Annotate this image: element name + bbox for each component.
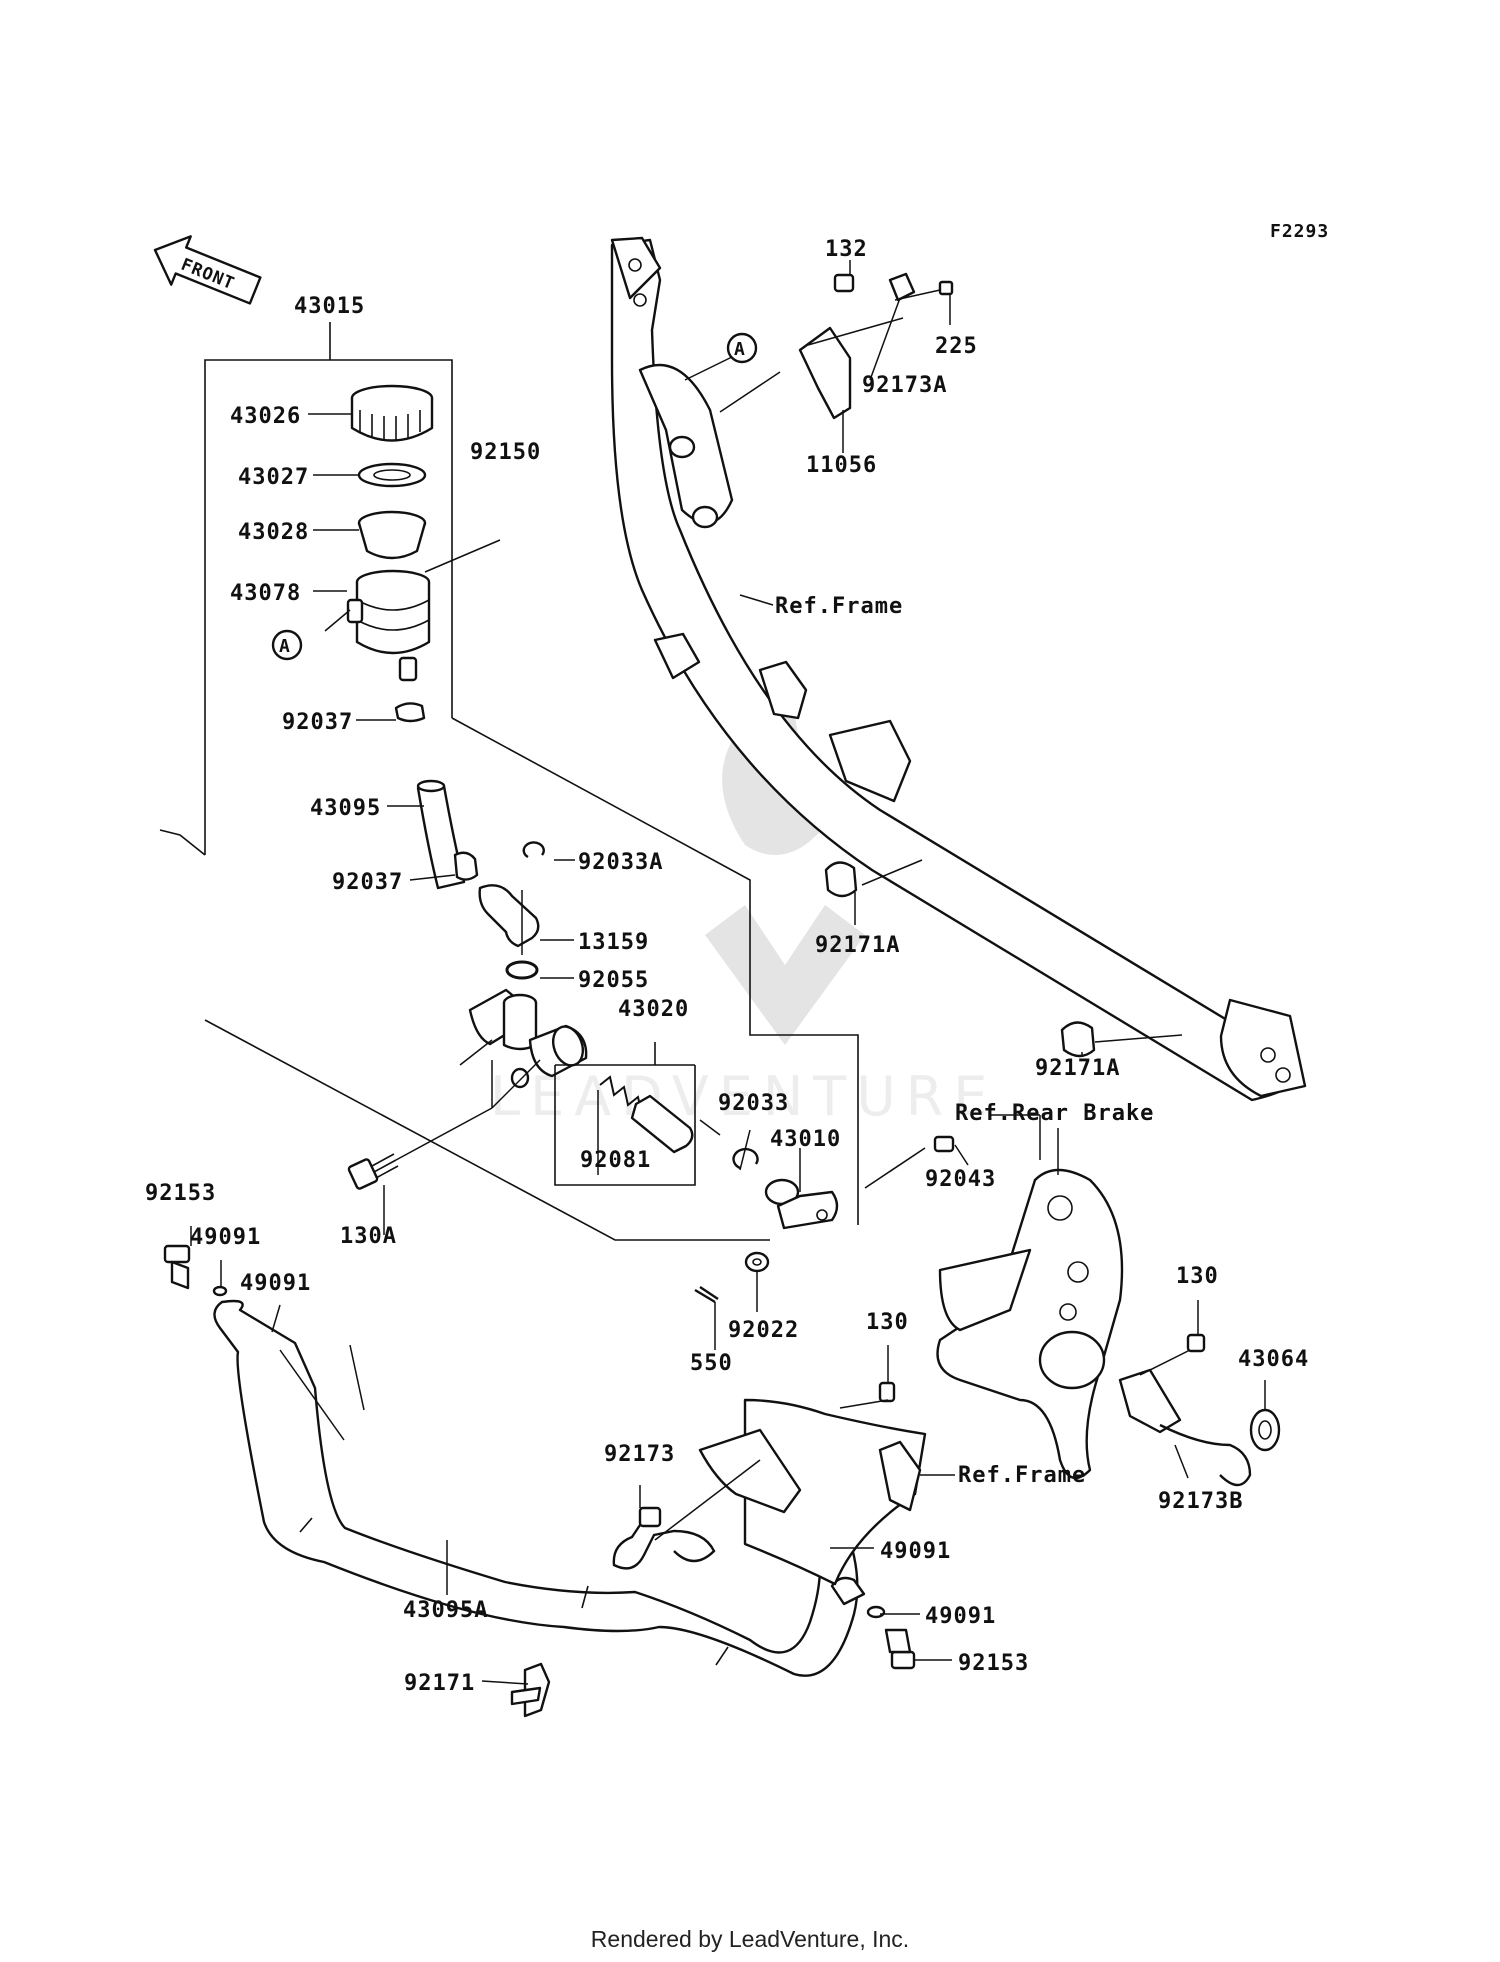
svg-text:LEADVENTURE: LEADVENTURE [490, 1065, 997, 1128]
label-49091-right-2: 49091 [925, 1604, 996, 1629]
diaphragm-plate-part [357, 462, 427, 488]
brake-hose-part [213, 1299, 859, 1677]
cotter-pin-part [694, 1286, 719, 1304]
label-43027: 43027 [238, 465, 309, 490]
label-92055: 92055 [578, 968, 649, 993]
bracket-92173B-part [1118, 1368, 1252, 1487]
frame-tube-part [610, 236, 1307, 1102]
piston-kit-bracket [554, 1042, 696, 1186]
clamp-92173A-part [888, 272, 916, 302]
screw-225-part [938, 280, 954, 296]
label-130A: 130A [340, 1224, 397, 1249]
label-92037-top: 92037 [282, 710, 353, 735]
master-cylinder-part [468, 988, 588, 1089]
hose-clip-92171A-2-part [1060, 1021, 1096, 1058]
label-92153-left: 92153 [145, 1181, 216, 1206]
leader-lines [190, 260, 1266, 1685]
banjo-bolt-right-part [884, 1628, 916, 1670]
label-92173B: 92173B [1158, 1489, 1243, 1514]
label-43015: 43015 [294, 294, 365, 319]
label-92033: 92033 [718, 1091, 789, 1116]
label-13159: 13159 [578, 930, 649, 955]
callout-a-reservoir-text: A [279, 636, 291, 657]
master-cylinder-kit-bracket [159, 322, 859, 1241]
label-92022: 92022 [728, 1318, 799, 1343]
label-11056: 11056 [806, 453, 877, 478]
callout-a-frame: A [726, 332, 758, 364]
gasket-right-2-part [866, 1605, 886, 1619]
reservoir-part [346, 569, 431, 682]
label-92033A: 92033A [578, 850, 663, 875]
hose-clamp-92171-part [510, 1662, 551, 1718]
ref-rear-brake-label: Ref.Rear Brake [955, 1101, 1154, 1126]
mounting-bolt-130A-part [347, 1153, 399, 1190]
label-92171: 92171 [404, 1671, 475, 1696]
label-43064: 43064 [1238, 1347, 1309, 1372]
lower-frame-bracket-part [698, 1381, 927, 1586]
ref-frame-upper-label: Ref.Frame [775, 594, 903, 619]
label-43095: 43095 [310, 796, 381, 821]
label-92171A-1: 92171A [815, 933, 900, 958]
piston-part [630, 1094, 694, 1154]
bracket-11056-part [798, 326, 852, 420]
label-92173A: 92173A [862, 373, 947, 398]
label-92173: 92173 [604, 1442, 675, 1467]
bolt-132-part [833, 273, 855, 293]
part-number-labels: 43015 43026 43027 43028 43078 92150 9203… [145, 237, 1309, 1696]
diagram-code: F2293 [1270, 221, 1329, 242]
footer-credit: Rendered by LeadVenture, Inc. [590, 1926, 910, 1952]
reservoir-cap-part [350, 384, 434, 442]
ref-frame-lower-label: Ref.Frame [958, 1463, 1086, 1488]
circlip-part [522, 841, 545, 859]
hose-clamp-part [453, 851, 479, 881]
label-92150: 92150 [470, 440, 541, 465]
push-rod-clevis-part [764, 1178, 839, 1230]
label-43028: 43028 [238, 520, 309, 545]
label-43026: 43026 [230, 404, 301, 429]
rear-brake-pedal-part [936, 1168, 1124, 1480]
callout-a-frame-text: A [734, 339, 746, 360]
label-92081: 92081 [580, 1148, 651, 1173]
grommet-43064-part [1249, 1408, 1281, 1452]
bolt-130-right-part [1186, 1333, 1206, 1353]
label-43095A: 43095A [403, 1598, 488, 1623]
label-92153-right: 92153 [958, 1651, 1029, 1676]
reservoir-clamp-part [394, 702, 426, 723]
label-550: 550 [690, 1351, 733, 1376]
brake-light-switch-spring-part [612, 1506, 716, 1570]
o-ring-part [505, 960, 539, 980]
label-92043: 92043 [925, 1167, 996, 1192]
label-92171A-2: 92171A [1035, 1056, 1120, 1081]
label-49091-right-1: 49091 [880, 1539, 951, 1564]
hose-joint-part [478, 884, 540, 948]
callout-a-reservoir: A [271, 629, 303, 661]
label-92037-bottom: 92037 [332, 870, 403, 895]
hose-clip-92171A-1-part [824, 861, 858, 898]
label-49091-left-1: 49091 [190, 1225, 261, 1250]
reservoir-hose-part [416, 779, 466, 890]
washer-part [744, 1251, 770, 1273]
snap-ring-92033-part [732, 1147, 759, 1170]
diaphragm-part [357, 510, 427, 560]
gasket-left-1-part [212, 1285, 228, 1297]
banjo-bolt-left-part [163, 1244, 191, 1290]
label-132: 132 [825, 237, 868, 262]
label-49091-left-2: 49091 [240, 1271, 311, 1296]
clevis-pin-part [864, 1135, 955, 1189]
label-43020: 43020 [618, 997, 689, 1022]
label-43078: 43078 [230, 581, 301, 606]
label-130-center: 130 [866, 1310, 909, 1335]
label-225: 225 [935, 334, 978, 359]
label-43010: 43010 [770, 1127, 841, 1152]
label-130-right: 130 [1176, 1264, 1219, 1289]
front-arrow-icon: FRONT [153, 235, 262, 305]
